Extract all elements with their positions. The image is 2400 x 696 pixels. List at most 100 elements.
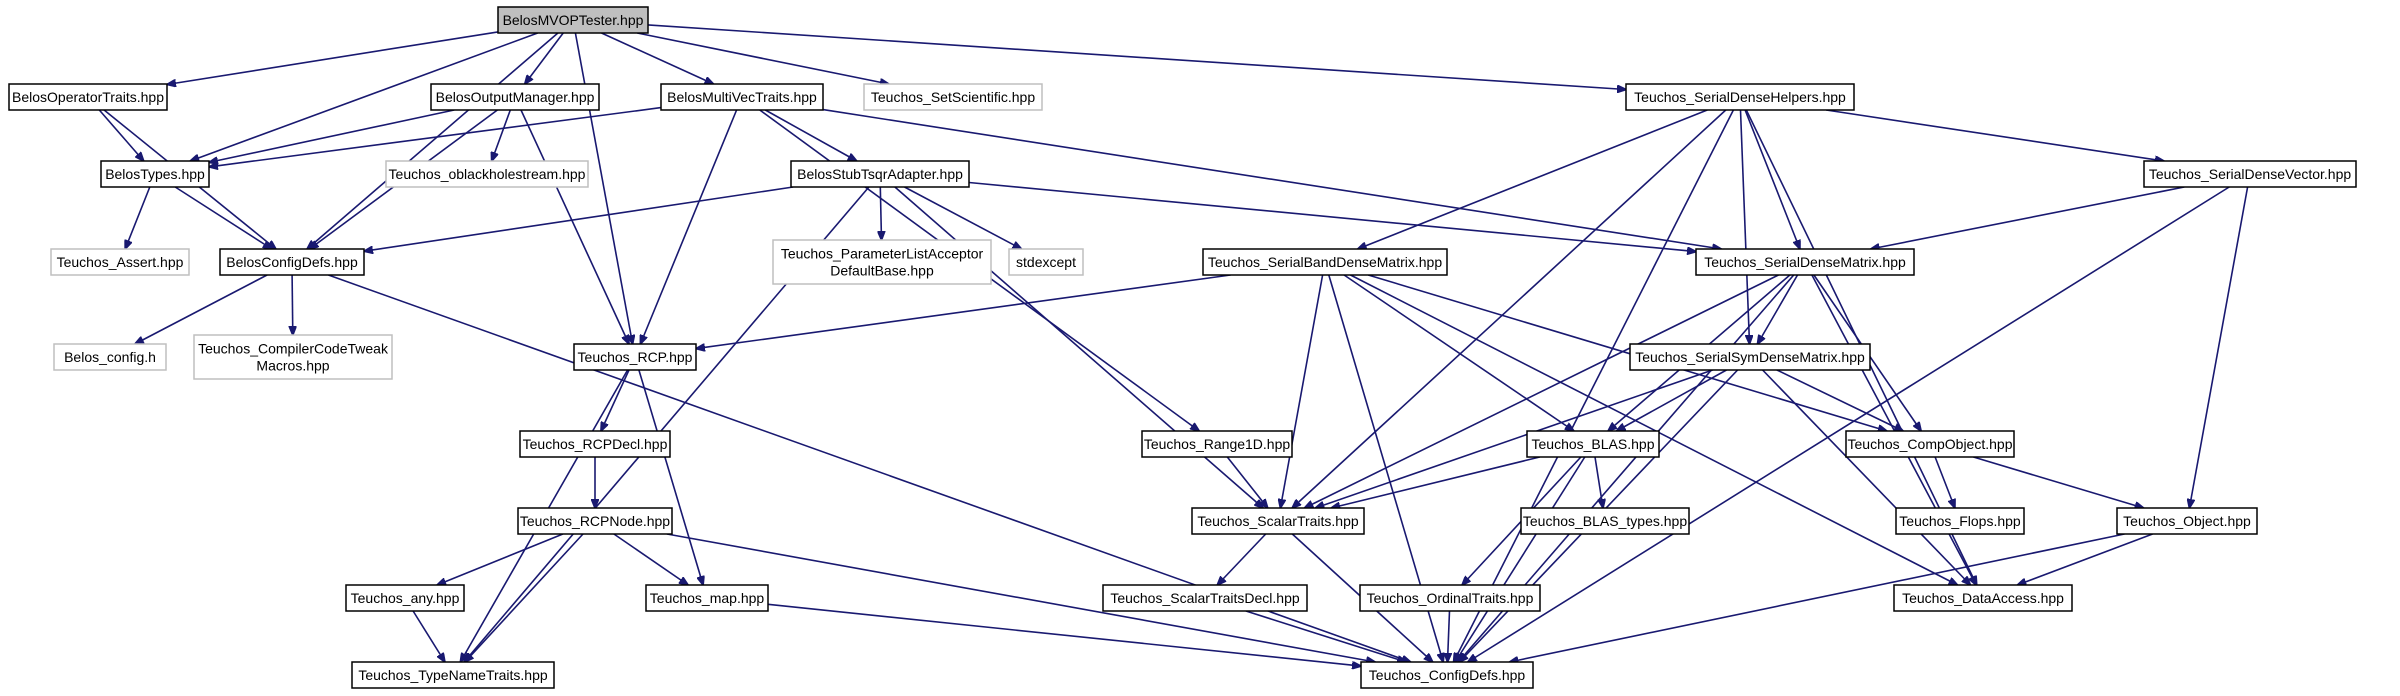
node-teuchos-scalartraits-hpp[interactable]: Teuchos_ScalarTraits.hpp — [1191, 507, 1365, 535]
node-label: Teuchos_TypeNameTraits.hpp — [358, 667, 548, 683]
edge-mvtraits-to-belostypes — [209, 106, 662, 167]
node-teuchos-rcpnode-hpp[interactable]: Teuchos_RCPNode.hpp — [517, 507, 673, 535]
node-teuchos-serialdensematrix-hpp[interactable]: Teuchos_SerialDenseMatrix.hpp — [1695, 248, 1915, 276]
edge-blas-to-configdefs — [1455, 456, 1586, 662]
node-label: BelosOperatorTraits.hpp — [12, 89, 164, 105]
node-label: stdexcept — [1016, 254, 1076, 270]
node-belosmvoptester-hpp[interactable]: BelosMVOPTester.hpp — [497, 6, 649, 34]
node-belosconfigdefs-hpp[interactable]: BelosConfigDefs.hpp — [219, 248, 365, 276]
edge-belosconfig-to-belosconfigh — [135, 274, 268, 344]
edge-rcp-to-rcpdecl — [601, 369, 630, 431]
node-teuchos-map-hpp[interactable]: Teuchos_map.hpp — [645, 584, 769, 612]
edge-object-to-dataaccess — [2017, 533, 2153, 585]
node-box — [519, 430, 671, 458]
node-belosstubtsqradapter-hpp[interactable]: BelosStubTsqrAdapter.hpp — [790, 160, 970, 188]
node-label: Teuchos_BLAS_types.hpp — [1523, 513, 1687, 529]
edge-compobj-to-flops — [1934, 456, 1955, 508]
node-label: Teuchos_SetScientific.hpp — [871, 89, 1035, 105]
edge-stubtsqr-to-belosconfig — [364, 186, 794, 251]
node-stdexcept[interactable]: stdexcept — [1008, 248, 1084, 276]
node-box — [1625, 83, 1855, 111]
edge-belostypes-to-belosconfig — [174, 186, 272, 249]
edge-ssdm-to-compobj — [1776, 369, 1903, 431]
edge-mvtraits-to-stubtsqr — [764, 109, 856, 161]
node-box — [345, 584, 465, 612]
edge-root-to-belosconfig — [307, 32, 559, 249]
edge-ssdm-to-dataaccess — [1762, 369, 1971, 585]
edge-stubtsqr-to-scalartraits — [894, 186, 1263, 508]
node-box — [2143, 160, 2357, 188]
edge-root-to-optraits — [167, 31, 499, 85]
edge-scalartraitsdecl-to-configdefs — [1245, 610, 1406, 662]
node-teuchos-scalartraitsdecl-hpp[interactable]: Teuchos_ScalarTraitsDecl.hpp — [1102, 584, 1308, 612]
node-teuchos-assert-hpp[interactable]: Teuchos_Assert.hpp — [50, 248, 190, 276]
node-teuchos-rcpdecl-hpp[interactable]: Teuchos_RCPDecl.hpp — [519, 430, 671, 458]
node-label: Teuchos_SerialDenseHelpers.hpp — [1634, 89, 1846, 105]
edge-root-to-belostypes — [190, 32, 538, 161]
node-teuchos-rcp-hpp[interactable]: Teuchos_RCP.hpp — [573, 343, 697, 371]
edge-stubtsqr-to-sdm — [968, 181, 1696, 252]
edge-belosconfig-to-compilertweak — [292, 274, 293, 335]
node-belosmultivectraits-hpp[interactable]: BelosMultiVecTraits.hpp — [660, 83, 824, 111]
node-teuchos-setscientific-hpp[interactable]: Teuchos_SetScientific.hpp — [863, 83, 1043, 111]
edge-sbdm-to-dataaccess — [1350, 274, 1958, 585]
node-box — [1695, 248, 1915, 276]
node-belos-config-h[interactable]: Belos_config.h — [53, 343, 167, 371]
edge-outmgr-to-oblack — [492, 109, 512, 161]
edge-blas-to-scalartraits — [1331, 456, 1540, 508]
node-label: Teuchos_any.hpp — [351, 590, 460, 606]
node-box — [8, 83, 168, 111]
node-label: DefaultBase.hpp — [830, 263, 934, 279]
edge-sdvector-to-sdm — [1871, 186, 2185, 249]
node-label: Teuchos_ScalarTraitsDecl.hpp — [1110, 590, 1300, 606]
node-belosoperatortraits-hpp[interactable]: BelosOperatorTraits.hpp — [8, 83, 168, 111]
node-layer: BelosMVOPTester.hppBelosOperatorTraits.h… — [8, 6, 2357, 689]
edge-sdm-to-scalartraits — [1305, 274, 1779, 508]
node-box — [863, 83, 1043, 111]
edge-rcpnode-to-any — [437, 533, 564, 585]
node-teuchos-oblackholestream-hpp[interactable]: Teuchos_oblackholestream.hpp — [385, 160, 589, 188]
node-belosoutputmanager-hpp[interactable]: BelosOutputManager.hpp — [430, 83, 600, 111]
edge-any-to-typenametraits — [412, 610, 445, 662]
node-box — [193, 334, 393, 380]
node-box — [1102, 584, 1308, 612]
node-teuchos-any-hpp[interactable]: Teuchos_any.hpp — [345, 584, 465, 612]
node-label: BelosConfigDefs.hpp — [226, 254, 358, 270]
edge-outmgr-to-belostypes — [209, 109, 455, 162]
node-teuchos-typenametraits-hpp[interactable]: Teuchos_TypeNameTraits.hpp — [351, 661, 555, 689]
node-teuchos-ordinaltraits-hpp[interactable]: Teuchos_OrdinalTraits.hpp — [1359, 584, 1541, 612]
node-label: BelosTypes.hpp — [105, 166, 205, 182]
node-teuchos-parameterlistacceptordefaultbase-hpp[interactable]: Teuchos_ParameterListAcceptorDefaultBase… — [772, 239, 992, 285]
node-label: BelosStubTsqrAdapter.hpp — [797, 166, 963, 182]
node-box — [1141, 430, 1293, 458]
node-teuchos-object-hpp[interactable]: Teuchos_Object.hpp — [2116, 507, 2258, 535]
node-box — [53, 343, 167, 371]
node-label: Teuchos_oblackholestream.hpp — [389, 166, 586, 182]
node-belostypes-hpp[interactable]: BelosTypes.hpp — [100, 160, 210, 188]
edge-ordinaltraits-to-configdefs — [1448, 610, 1450, 662]
node-teuchos-configdefs-hpp[interactable]: Teuchos_ConfigDefs.hpp — [1360, 661, 1534, 689]
node-teuchos-serialbanddensematrix-hpp[interactable]: Teuchos_SerialBandDenseMatrix.hpp — [1202, 248, 1448, 276]
node-box — [1359, 584, 1541, 612]
node-label: Teuchos_BLAS.hpp — [1532, 436, 1655, 452]
node-box — [517, 507, 673, 535]
node-teuchos-blas-hpp[interactable]: Teuchos_BLAS.hpp — [1526, 430, 1660, 458]
node-teuchos-flops-hpp[interactable]: Teuchos_Flops.hpp — [1895, 507, 2025, 535]
edge-stubtsqr-to-plistacc — [880, 186, 881, 240]
node-label: Teuchos_Range1D.hpp — [1144, 436, 1291, 452]
node-teuchos-compobject-hpp[interactable]: Teuchos_CompObject.hpp — [1845, 430, 2015, 458]
node-teuchos-serialdensehelpers-hpp[interactable]: Teuchos_SerialDenseHelpers.hpp — [1625, 83, 1855, 111]
edge-object-to-configdefs — [1510, 533, 2125, 662]
node-teuchos-range1d-hpp[interactable]: Teuchos_Range1D.hpp — [1141, 430, 1293, 458]
node-label: BelosMultiVecTraits.hpp — [667, 89, 817, 105]
node-box — [497, 6, 649, 34]
node-teuchos-serialsymdensematrix-hpp[interactable]: Teuchos_SerialSymDenseMatrix.hpp — [1629, 343, 1871, 371]
node-teuchos-blas-types-hpp[interactable]: Teuchos_BLAS_types.hpp — [1520, 507, 1690, 535]
node-teuchos-serialdensevector-hpp[interactable]: Teuchos_SerialDenseVector.hpp — [2143, 160, 2357, 188]
node-teuchos-dataaccess-hpp[interactable]: Teuchos_DataAccess.hpp — [1893, 584, 2073, 612]
edge-blas-to-blastypes — [1594, 456, 1603, 508]
node-box — [430, 83, 600, 111]
edge-sbdm-to-blas — [1343, 274, 1574, 431]
